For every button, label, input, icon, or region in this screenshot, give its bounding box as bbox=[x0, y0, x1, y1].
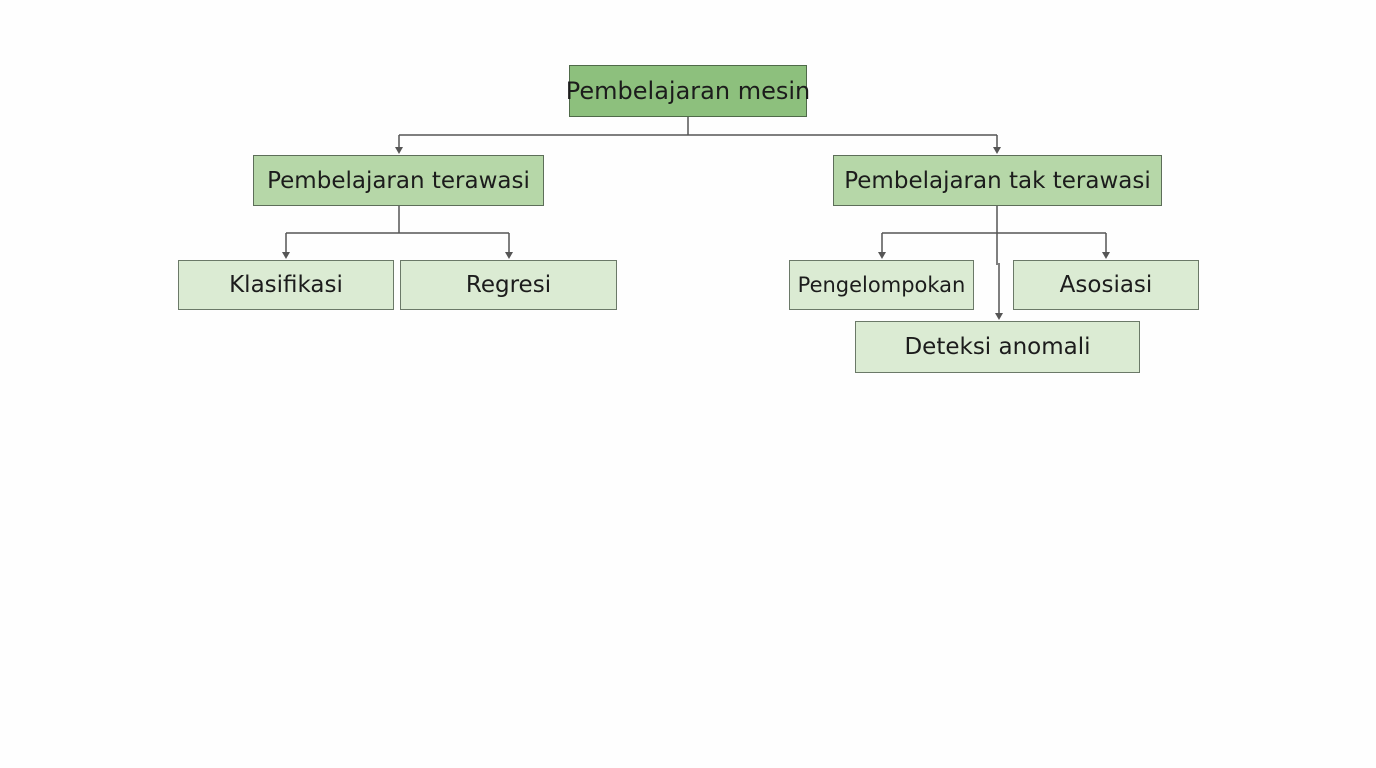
arrow-to-deteksi-anomali bbox=[995, 313, 1003, 320]
node-label: Deteksi anomali bbox=[904, 334, 1091, 360]
node-pembelajaran-terawasi: Pembelajaran terawasi bbox=[253, 155, 544, 206]
node-label: Pembelajaran terawasi bbox=[267, 167, 530, 194]
node-pembelajaran-tak-terawasi: Pembelajaran tak terawasi bbox=[833, 155, 1162, 206]
node-asosiasi: Asosiasi bbox=[1013, 260, 1199, 310]
arrow-to-pengelompokan bbox=[878, 252, 886, 259]
node-klasifikasi: Klasifikasi bbox=[178, 260, 394, 310]
node-pengelompokan: Pengelompokan bbox=[789, 260, 974, 310]
node-label: Asosiasi bbox=[1059, 272, 1153, 298]
node-label: Pembelajaran mesin bbox=[565, 77, 811, 105]
arrow-to-unsupervised bbox=[993, 147, 1001, 154]
arrow-to-regresi bbox=[505, 252, 513, 259]
arrow-to-asosiasi bbox=[1102, 252, 1110, 259]
arrow-to-klasifikasi bbox=[282, 252, 290, 259]
node-regresi: Regresi bbox=[400, 260, 617, 310]
node-pembelajaran-mesin: Pembelajaran mesin bbox=[565, 65, 811, 117]
node-label: Regresi bbox=[465, 272, 552, 298]
node-label: Pembelajaran tak terawasi bbox=[844, 167, 1151, 194]
node-deteksi-anomali: Deteksi anomali bbox=[855, 321, 1140, 373]
node-label: Pengelompokan bbox=[797, 273, 966, 297]
arrow-to-supervised bbox=[395, 147, 403, 154]
node-label: Klasifikasi bbox=[229, 272, 343, 298]
